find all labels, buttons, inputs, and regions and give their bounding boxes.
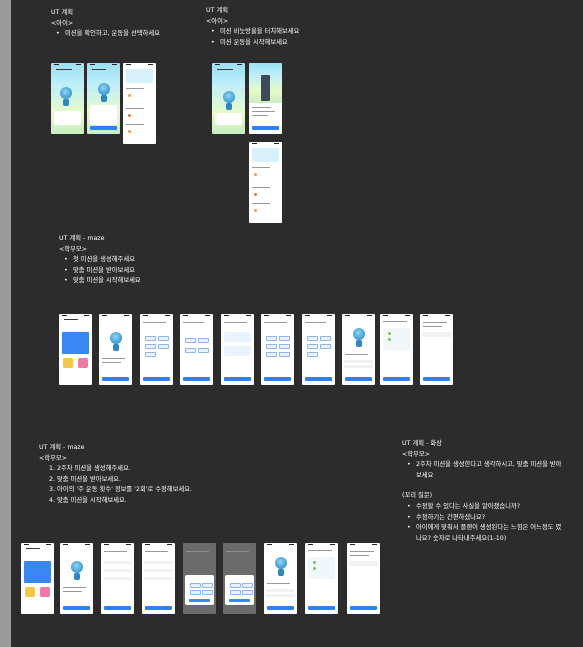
ut-note-parent-maze-1: UT 계획 - maze <학부모> 첫 미션을 생성해주세요 맞춤 미션을 받… — [59, 234, 141, 287]
screen-thumbnail[interactable] — [142, 543, 175, 614]
note-subtitle: <학부모> — [402, 450, 430, 458]
note-bullet: 첫 미션을 생성해주세요 — [59, 255, 141, 266]
note-bullet: 맞춤 미션을 받아보세요 — [59, 266, 141, 277]
screen-thumbnail[interactable] — [305, 543, 338, 614]
note-title: UT 계획 - maze — [59, 235, 105, 242]
left-sidebar-strip[interactable] — [0, 0, 11, 647]
note-title: UT 계획 - maze — [39, 444, 85, 451]
note-title: UT 계획 - 화상 — [402, 440, 442, 447]
screen-thumbnail[interactable] — [347, 543, 380, 614]
screen-thumbnail[interactable] — [261, 314, 294, 385]
screen-thumbnail[interactable] — [223, 543, 256, 614]
screen-thumbnail[interactable] — [140, 314, 173, 385]
screen-thumbnail[interactable] — [212, 63, 245, 134]
note-followup-title: (꼬리 질문) — [402, 492, 433, 500]
screen-thumbnail[interactable] — [249, 142, 282, 223]
screen-thumbnail[interactable] — [249, 63, 282, 134]
note-followup: 수정할 수 있다는 사실을 알아챘습니까? — [402, 502, 562, 513]
screen-thumbnail[interactable] — [342, 314, 375, 385]
screen-thumbnail[interactable] — [21, 543, 54, 614]
screen-thumbnail[interactable] — [51, 63, 84, 134]
screen-thumbnail[interactable] — [59, 314, 92, 385]
screen-thumbnail[interactable] — [99, 314, 132, 385]
note-step: 4. 맞춤 미션을 시작해보세요. — [49, 496, 127, 504]
screen-thumbnail[interactable] — [101, 543, 134, 614]
note-step: 1. 2주차 미션을 생성해주세요. — [49, 465, 131, 473]
note-subtitle: <아이> — [206, 17, 229, 25]
note-subtitle: <학부모> — [39, 454, 67, 462]
note-followup: 수정하기는 간편하셨나요? — [402, 513, 562, 524]
note-step: 3. 아이의 '주 운동 횟수' 정보를 '2회'로 수정해보세요. — [49, 486, 193, 494]
screen-thumbnail[interactable] — [180, 314, 213, 385]
screen-thumbnail[interactable] — [380, 314, 413, 385]
screen-thumbnail[interactable] — [60, 543, 93, 614]
screen-thumbnail[interactable] — [264, 543, 297, 614]
ut-note-parent-maze-2: UT 계획 - maze <학부모> 1. 2주차 미션을 생성해주세요. 2.… — [39, 443, 192, 507]
screen-thumbnail[interactable] — [302, 314, 335, 385]
note-bullet: 미션 운동을 시작해보세요 — [206, 38, 299, 49]
note-title: UT 계획 — [51, 9, 74, 16]
ut-note-child-2: UT 계획 <아이> 미션 비눗방울을 터치해보세요 미션 운동을 시작해보세요 — [206, 6, 299, 48]
screen-thumbnail[interactable] — [221, 314, 254, 385]
note-title: UT 계획 — [206, 7, 229, 14]
screen-thumbnail[interactable] — [183, 543, 216, 614]
screen-thumbnail[interactable] — [123, 63, 156, 144]
screen-thumbnail[interactable] — [420, 314, 453, 385]
ut-note-parent-video: UT 계획 - 화상 <학부모> 2주차 미션을 생성한다고 생각하시고, 맞춤… — [402, 439, 562, 544]
note-subtitle: <학부모> — [59, 245, 87, 253]
note-bullet: 미션을 확인하고, 운동을 선택하세요 — [51, 29, 160, 40]
screen-thumbnail[interactable] — [87, 63, 120, 134]
note-bullet: 맞춤 미션을 시작해보세요 — [59, 276, 141, 287]
note-step: 2. 맞춤 미션을 받아보세요. — [49, 475, 121, 483]
ut-note-child-1: UT 계획 <아이> 미션을 확인하고, 운동을 선택하세요 — [51, 8, 160, 40]
note-followup: 아이에게 맞춰서 플랜이 생성된다는 느낌은 어느정도 였나요? 숫자로 나타내… — [402, 523, 562, 544]
note-bullet: 미션 비눗방울을 터치해보세요 — [206, 27, 299, 38]
note-bullet: 2주차 미션을 생성한다고 생각하시고, 맞춤 미션을 받아보세요 — [402, 460, 562, 481]
note-subtitle: <아이> — [51, 19, 74, 27]
